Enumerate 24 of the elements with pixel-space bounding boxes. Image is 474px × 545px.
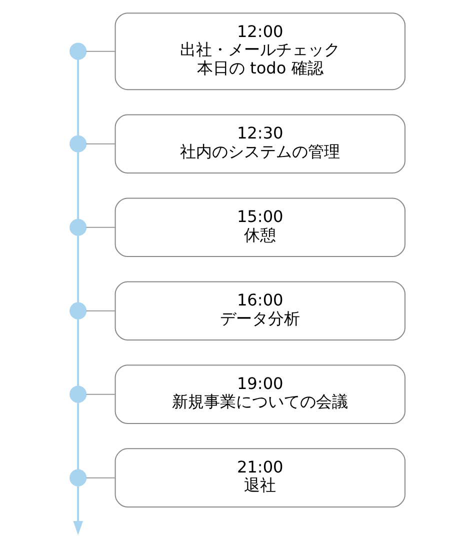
connector	[76, 152, 79, 219]
connector	[86, 476, 115, 478]
connector	[86, 393, 115, 394]
node-box: 12:00 出社・メールチェック 本日の todo 確認	[114, 12, 405, 90]
connector	[76, 58, 79, 136]
connector	[86, 50, 115, 52]
node-box: 21:00 退社	[114, 448, 405, 507]
connector	[86, 310, 115, 311]
node-box: 12:30 社内のシステムの管理	[114, 114, 405, 174]
node-circle	[69, 134, 86, 152]
connector	[86, 226, 115, 228]
node-circle	[69, 42, 86, 60]
node-box: 16:00 データ分析	[114, 280, 405, 340]
node-circle	[69, 218, 86, 236]
connector	[76, 318, 79, 386]
connector	[86, 142, 115, 144]
connector	[76, 235, 79, 302]
node-box: 15:00 休憩	[114, 197, 405, 257]
node-circle	[69, 385, 86, 402]
node-circle	[69, 302, 86, 319]
arrow	[72, 486, 82, 535]
connector	[76, 402, 79, 469]
node-circle	[69, 468, 86, 486]
node-box: 19:00 新規事業についての会議	[114, 364, 405, 424]
